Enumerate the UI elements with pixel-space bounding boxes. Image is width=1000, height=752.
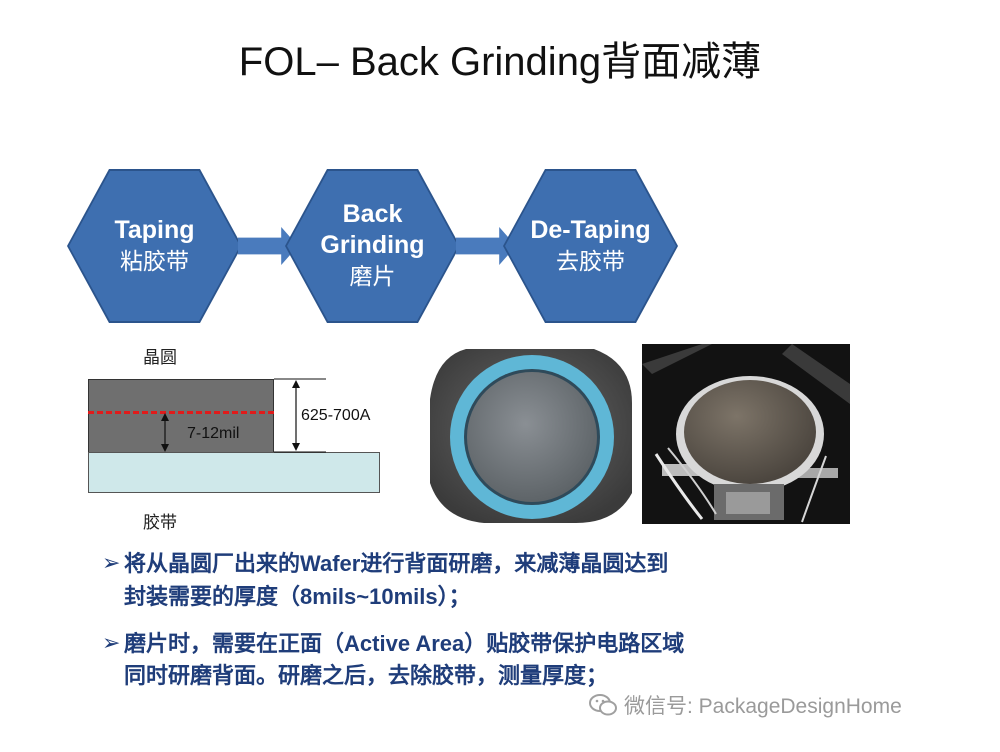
bullet-list: ➢ 将从晶圆厂出来的Wafer进行背面研磨，来减薄晶圆达到 封装需要的厚度（8m… [102, 548, 902, 707]
taping-step-en: Taping [114, 215, 195, 244]
taping-step-zh: 粘胶带 [120, 248, 189, 275]
bullet-1-text-c: 封装需要的厚度（ [124, 585, 301, 610]
bullet-2-term-active-area: Active Area [344, 631, 465, 656]
detaping-step-en: De-Taping [530, 215, 651, 244]
detaping-step: De-Taping 去胶带 [505, 171, 676, 321]
tape-label: 胶带 [143, 513, 177, 533]
grind-line [88, 411, 274, 414]
bullet-arrow-icon: ➢ [102, 551, 121, 576]
bullet-2-text-c: 同时研磨背面。研磨之后，去除胶带，测量厚度； [124, 664, 609, 689]
grind-depth-label: 7-12mil [187, 425, 240, 442]
wechat-icon [589, 694, 617, 716]
grinding-step-en-line1: Back [342, 200, 403, 228]
taping-step: Taping 粘胶带 [69, 171, 240, 321]
taped-wafer-photo [426, 343, 634, 525]
bullet-1-text-a: 将从晶圆厂出来的 [124, 552, 301, 577]
grinding-step-en-line2: Grinding [320, 231, 425, 259]
bullet-2-text-b: ）贴胶带保护电路区域 [464, 632, 685, 657]
bullet-1-text-b: 进行背面研磨，来减薄晶圆达到 [360, 552, 669, 577]
wafer-thickness-label: 625-700A [301, 407, 371, 424]
grinding-machine-photo [642, 344, 850, 524]
grinding-step: Back Grinding 磨片 [287, 171, 458, 321]
watermark-text: 微信号: PackageDesignHome [624, 695, 902, 718]
wafer-label: 晶圆 [143, 348, 177, 368]
bullet-item-2: ➢ 磨片时，需要在正面（Active Area）贴胶带保护电路区域 同时研磨背面… [102, 628, 902, 693]
bullet-1-term-wafer: Wafer [300, 551, 361, 576]
bullet-1-text-d: ）； [437, 585, 471, 610]
grinding-step-zh: 磨片 [349, 264, 396, 290]
slide-title: FOL– Back Grinding背面减薄 [238, 40, 762, 84]
bullet-1-term-thickness: 8mils~10mils [300, 584, 438, 609]
bullet-2-text-a: 磨片时，需要在正面（ [124, 632, 345, 657]
watermark: 微信号: PackageDesignHome [588, 690, 902, 720]
bullet-item-1: ➢ 将从晶圆厂出来的Wafer进行背面研磨，来减薄晶圆达到 封装需要的厚度（8m… [102, 548, 902, 614]
bullet-arrow-icon: ➢ [102, 631, 121, 656]
detaping-step-zh: 去胶带 [556, 248, 625, 275]
tape-layer [88, 452, 380, 493]
